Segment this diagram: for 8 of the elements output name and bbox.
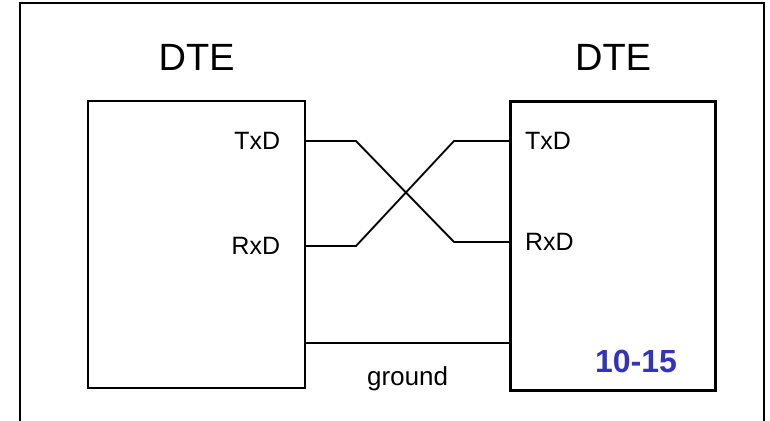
slide-number: 10-15 [595,343,677,379]
pin-label: TxD [234,125,306,157]
device-heading: DTE [575,36,651,80]
pin-label: TxD [509,125,571,157]
device-heading: DTE [158,36,234,80]
pin-label: RxD [509,226,574,258]
wire [306,342,509,344]
pin-label: RxD [231,230,306,262]
